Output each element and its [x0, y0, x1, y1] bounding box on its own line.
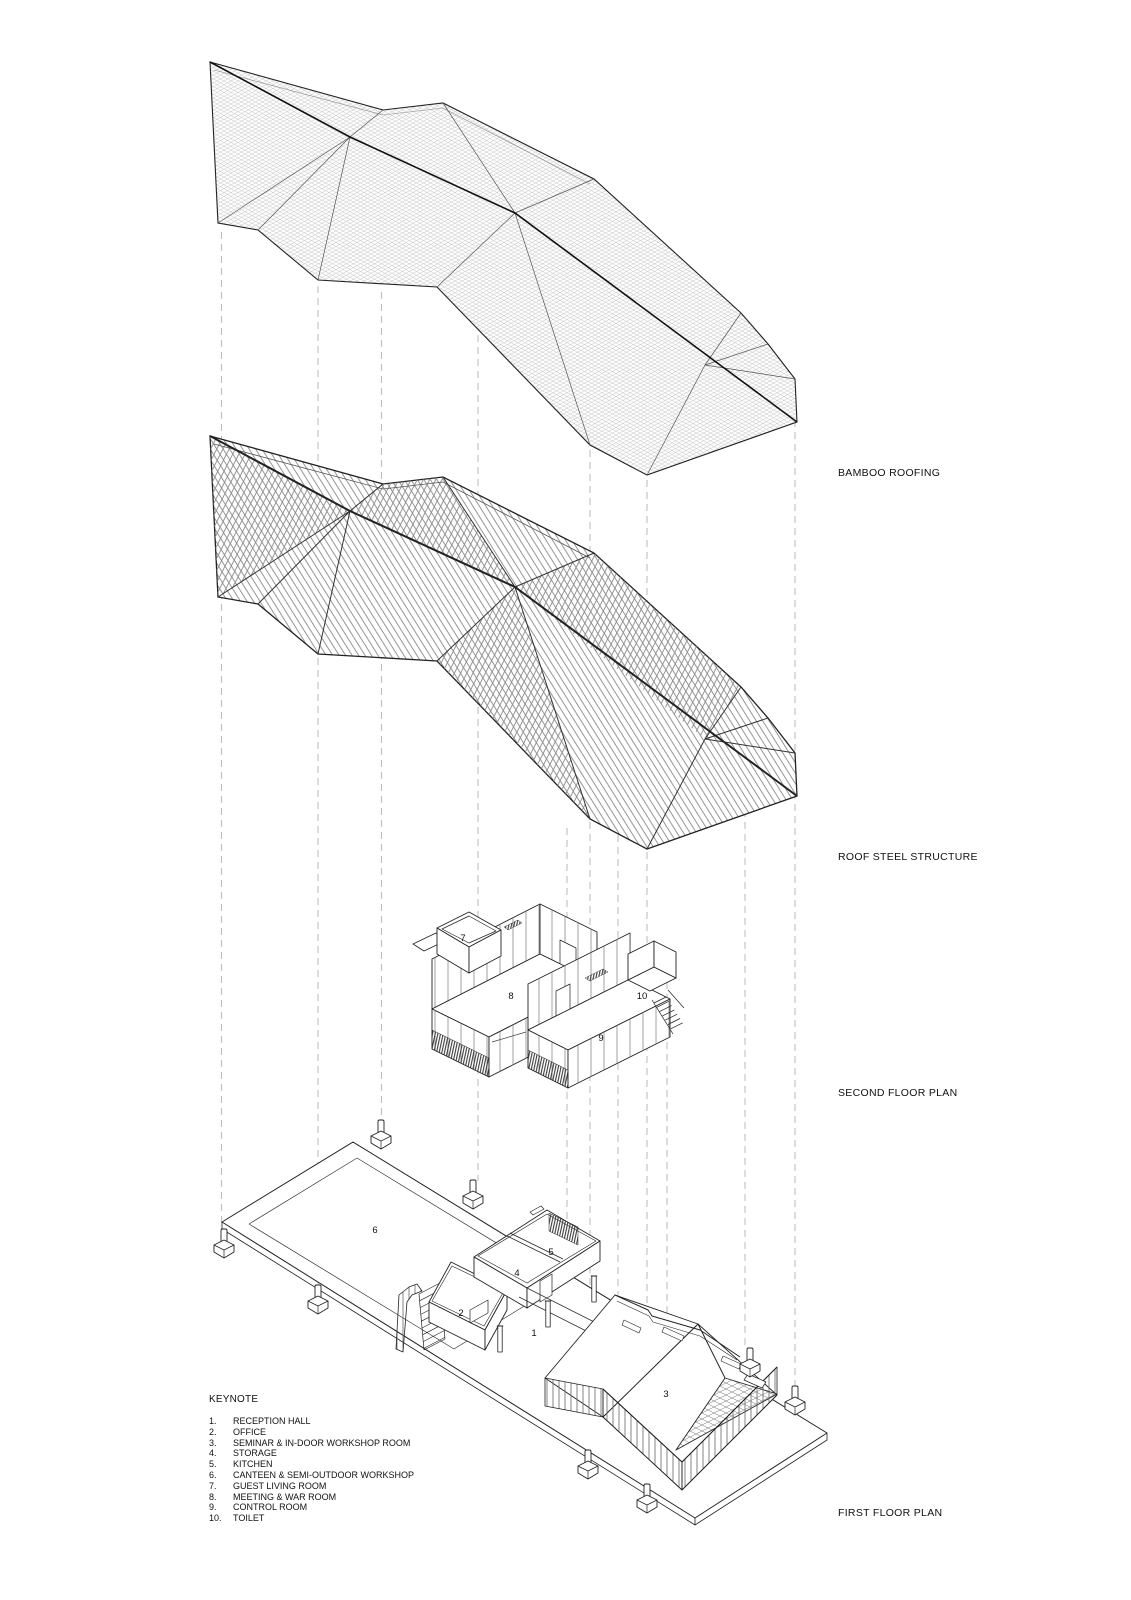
- room-number-6: 6: [372, 1225, 377, 1236]
- keynote-item-label: STORAGE: [233, 1448, 277, 1458]
- layer-label-bamboo-roofing: BAMBOO ROOFING: [838, 467, 940, 479]
- keynote-item-num: 1.: [209, 1416, 217, 1426]
- bamboo-main-ridge: [209, 61, 798, 423]
- keynote-item-num: 5.: [209, 1459, 217, 1469]
- keynote-heading: KEYNOTE: [209, 1394, 258, 1405]
- slab-edge-thickness: [221, 1222, 828, 1526]
- room-7-louver-strip: [503, 919, 523, 931]
- keynote-item-num: 2.: [209, 1427, 217, 1437]
- second-floor-plan-layer: 7 8 9 10: [412, 903, 685, 1089]
- column-post: [496, 1325, 504, 1353]
- room-7-guest-living-room: [412, 911, 523, 974]
- room-2-office: [428, 1261, 508, 1351]
- clerestory-slot: [621, 1319, 642, 1334]
- clerestory-slot: [720, 1355, 742, 1370]
- column-post: [544, 1300, 552, 1328]
- keynote-item-label: CANTEEN & SEMI-OUTDOOR WORKSHOP: [233, 1470, 414, 1480]
- room-5-slat-wall: [548, 1212, 579, 1246]
- first-floor-plan-layer: 6 2 4 5 1 3: [213, 1119, 828, 1526]
- keynote-item-label: TOILET: [233, 1513, 265, 1523]
- room-9-louver-screen: [527, 1049, 569, 1089]
- second-floor-stair: [651, 989, 685, 1035]
- keynote-item-label: SEMINAR & IN-DOOR WORKSHOP ROOM: [233, 1438, 410, 1448]
- roof-steel-structure-layer: [209, 435, 798, 850]
- bench: [743, 1373, 767, 1389]
- layer-label-second-floor-plan: SECOND FLOOR PLAN: [838, 1087, 957, 1099]
- room-number-5: 5: [548, 1247, 553, 1258]
- second-floor-link-wall: [491, 1031, 527, 1043]
- keynote-item-label: KITCHEN: [233, 1459, 273, 1469]
- steel-eave-band: [213, 443, 591, 559]
- keynote-item-label: MEETING & WAR ROOM: [233, 1492, 336, 1502]
- keynote-item-label: RECEPTION HALL: [233, 1416, 311, 1426]
- steel-facets: [210, 436, 741, 819]
- first-floor-stair: [395, 1282, 446, 1353]
- room-number-8: 8: [508, 991, 513, 1002]
- room-number-3: 3: [663, 1389, 668, 1400]
- keynote-item-num: 10.: [209, 1513, 222, 1523]
- keynote-item-label: CONTROL ROOM: [233, 1502, 307, 1512]
- bamboo-roofing-layer: [209, 61, 798, 476]
- room-number-9: 9: [598, 1033, 603, 1044]
- keynote-item-num: 9.: [209, 1502, 217, 1512]
- room-10-toilet: [584, 940, 677, 992]
- keynote-item-num: 3.: [209, 1438, 217, 1448]
- column-post: [590, 1275, 598, 1303]
- layer-label-roof-steel-structure: ROOF STEEL STRUCTURE: [838, 851, 978, 863]
- bamboo-facet-edges: [217, 102, 796, 476]
- room-8-louver-screen: [431, 1029, 490, 1078]
- room-number-2: 2: [458, 1308, 463, 1319]
- keynote-item-num: 6.: [209, 1470, 217, 1480]
- room-9-control-room: [527, 932, 671, 1089]
- steel-main-ridge: [209, 435, 798, 797]
- layer-labels: BAMBOO ROOFING ROOF STEEL STRUCTURE SECO…: [838, 467, 978, 1519]
- room-3-seminar-workshop: [544, 1294, 778, 1491]
- keynote-item-label: OFFICE: [233, 1427, 266, 1437]
- layer-label-first-floor-plan: FIRST FLOOR PLAN: [838, 1507, 942, 1519]
- keynote-item-num: 7.: [209, 1481, 217, 1491]
- room-number-1: 1: [531, 1328, 536, 1339]
- room-number-7: 7: [460, 933, 465, 944]
- steel-rafter-ridges: [217, 476, 796, 850]
- room-number-10: 10: [637, 991, 648, 1002]
- keynote-legend: KEYNOTE 1. RECEPTION HALL 2. OFFICE 3. S…: [209, 1394, 414, 1523]
- keynote-item-label: GUEST LIVING ROOM: [233, 1481, 326, 1491]
- keynote-item-num: 4.: [209, 1448, 217, 1458]
- bamboo-eave-band: [213, 69, 591, 185]
- keynote-item-num: 8.: [209, 1492, 217, 1502]
- room-number-4: 4: [514, 1268, 519, 1279]
- clerestory-slot: [661, 1326, 685, 1342]
